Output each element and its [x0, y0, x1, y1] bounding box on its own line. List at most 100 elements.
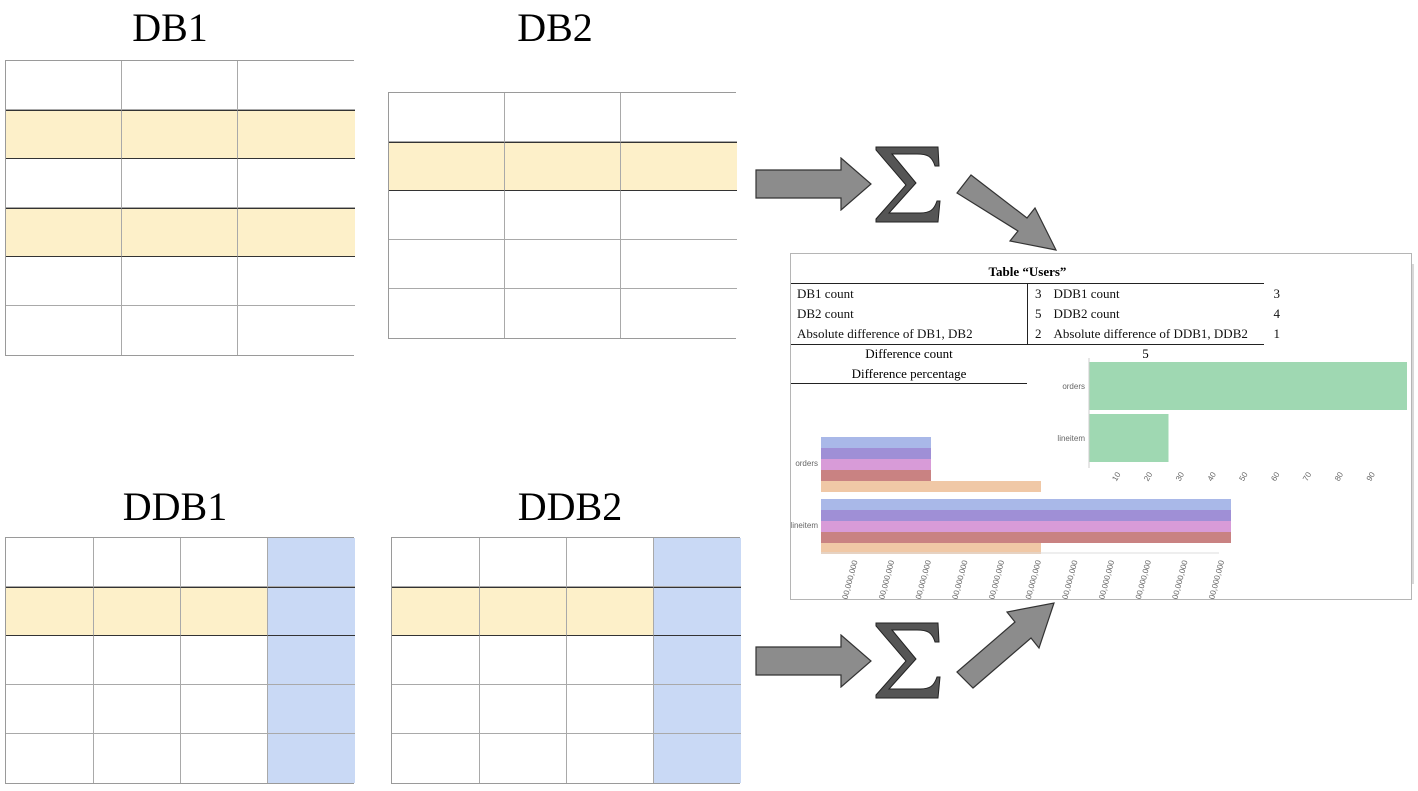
- bar: [821, 459, 931, 470]
- table-cell: [654, 636, 741, 685]
- tick-label: 4,000,000,000: [1094, 559, 1116, 599]
- table-cell: [505, 240, 621, 289]
- table-cell: [94, 587, 181, 636]
- tick-label: 50: [1237, 470, 1250, 483]
- table-cell: [389, 240, 505, 289]
- table-cell: [389, 289, 505, 338]
- table-cell: [621, 191, 737, 240]
- table-cell: [94, 636, 181, 685]
- table-cell: [6, 685, 94, 734]
- table-cell: [94, 685, 181, 734]
- tick-label: 2,500,000,000: [984, 559, 1006, 599]
- table-title: Table “Users”: [988, 264, 1067, 279]
- table-cell: [6, 159, 122, 208]
- table-cell: [122, 159, 238, 208]
- table-cell: [238, 61, 355, 110]
- table-cell: [94, 538, 181, 587]
- tick-label: 5,500,000,000: [1204, 559, 1226, 599]
- table-cell: [621, 142, 737, 191]
- table-cell: [392, 734, 480, 783]
- table-cell: [505, 191, 621, 240]
- table-cell: [122, 61, 238, 110]
- table-cell: [181, 734, 268, 783]
- table-cell: [268, 685, 355, 734]
- table-cell: [122, 208, 238, 257]
- table-cell: [392, 685, 480, 734]
- stats-value: 3: [1035, 286, 1042, 301]
- diff-count-value: 5: [1142, 346, 1149, 361]
- bar: [821, 481, 1041, 492]
- table-cell: [621, 240, 737, 289]
- stats-rule: [791, 344, 1264, 345]
- bar: [821, 521, 1231, 532]
- panel-scrollbar[interactable]: [1412, 264, 1414, 584]
- table-cell: [181, 538, 268, 587]
- table-cell: [238, 159, 355, 208]
- stats-label: DB1 count: [797, 286, 854, 301]
- tick-label: 70: [1301, 470, 1314, 483]
- bar: [1089, 414, 1169, 462]
- block-arrow-icon: [755, 634, 872, 688]
- table-cell: [238, 110, 355, 159]
- table-cell: [268, 734, 355, 783]
- stats-label: Absolute difference of DDB1, DDB2: [1053, 326, 1248, 341]
- table-cell: [654, 734, 741, 783]
- table-cell: [6, 538, 94, 587]
- table-cell: [567, 636, 654, 685]
- table-cell: [6, 734, 94, 783]
- table-cell: [654, 685, 741, 734]
- stats-value: 2: [1035, 326, 1042, 341]
- table-cell: [621, 93, 737, 142]
- stats-divider: [1027, 284, 1028, 344]
- category-label: lineitem: [1057, 434, 1085, 443]
- table-cell: [621, 289, 737, 338]
- bar: [821, 470, 931, 481]
- stats-label: DDB2 count: [1053, 306, 1120, 321]
- table-cell: [94, 734, 181, 783]
- block-arrow-icon: [956, 174, 1058, 251]
- table-cell: [6, 208, 122, 257]
- table-cell: [567, 734, 654, 783]
- bar: [821, 448, 931, 459]
- db2-table: [388, 92, 737, 339]
- table-cell: [505, 289, 621, 338]
- ddb1-table: [5, 537, 355, 784]
- diff-count-label: Difference count: [865, 346, 953, 361]
- db2-title: DB2: [517, 5, 593, 50]
- table-cell: [480, 734, 567, 783]
- table-cell: [181, 685, 268, 734]
- category-label: lineitem: [791, 521, 818, 530]
- table-cell: [480, 587, 567, 636]
- tick-label: 500,000,000: [839, 559, 859, 599]
- bar: [821, 543, 1041, 554]
- table-cell: [567, 538, 654, 587]
- stats-value: 1: [1273, 326, 1281, 341]
- table-cell: [268, 587, 355, 636]
- table-cell: [392, 636, 480, 685]
- tick-label: 80: [1333, 470, 1346, 483]
- table-cell: [238, 257, 355, 306]
- bar: [821, 499, 1231, 510]
- tick-label: 3,000,000,000: [1021, 559, 1043, 599]
- table-cell: [6, 636, 94, 685]
- table-cell: [238, 208, 355, 257]
- table-cell: [392, 587, 480, 636]
- table-cell: [480, 538, 567, 587]
- db1-table: [5, 60, 355, 356]
- tick-label: 3,500,000,000: [1058, 559, 1080, 599]
- bar: [821, 437, 931, 448]
- table-cell: [6, 306, 122, 355]
- table-cell: [389, 93, 505, 142]
- table-cell: [6, 110, 122, 159]
- table-cell: [505, 142, 621, 191]
- bar: [1089, 362, 1407, 410]
- bar: [821, 532, 1231, 543]
- stats-label: DB2 count: [797, 306, 854, 321]
- category-label: orders: [795, 459, 818, 468]
- table-cell: [567, 685, 654, 734]
- tick-label: 1,000,000,000: [874, 559, 896, 599]
